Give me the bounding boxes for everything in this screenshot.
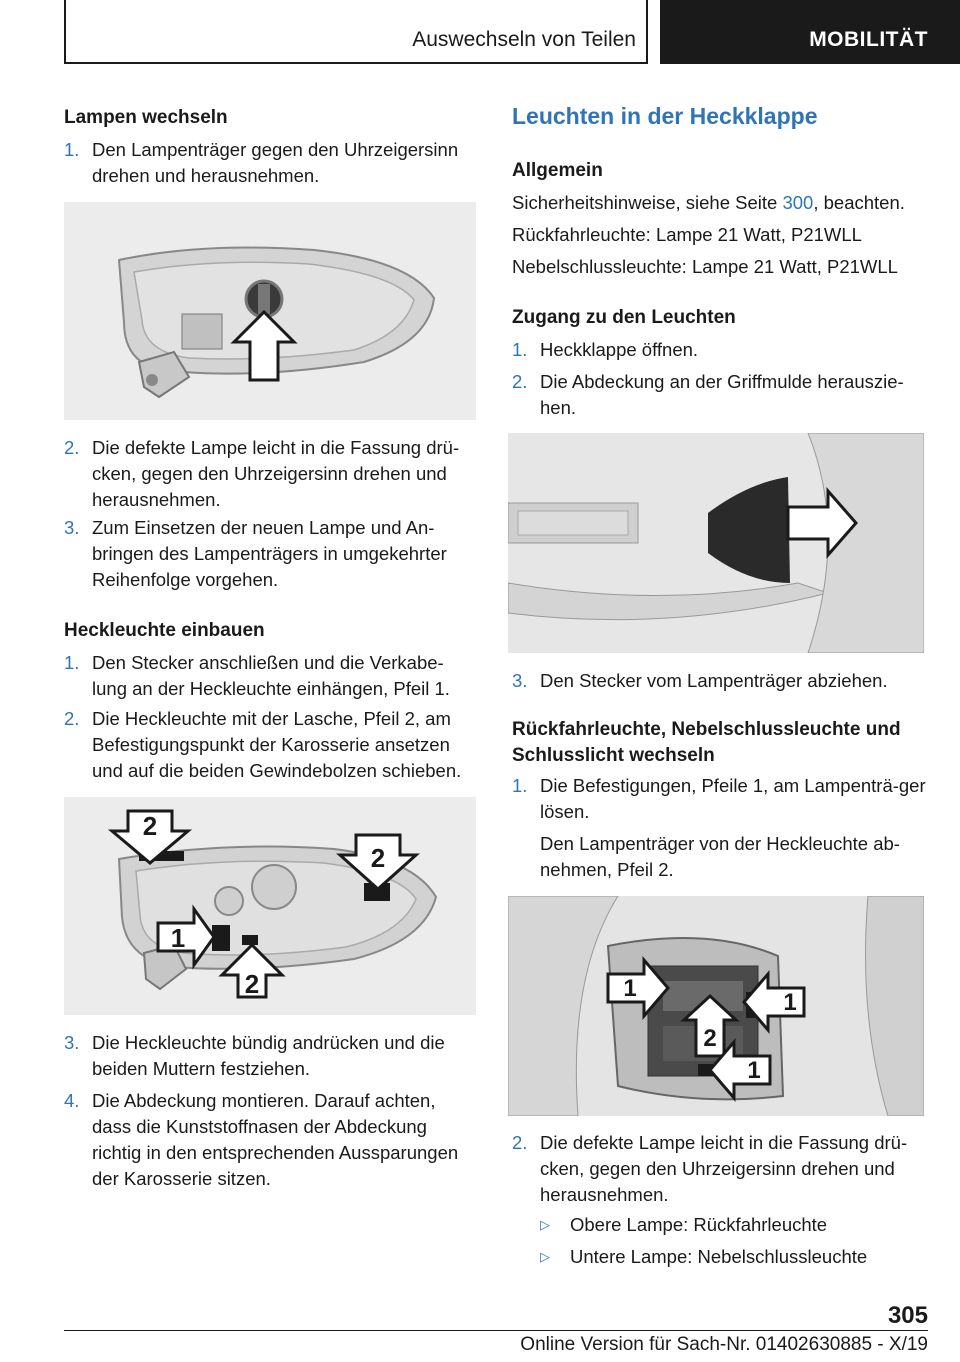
step-text: Den Stecker vom Lampenträger abziehen. xyxy=(540,670,888,691)
bullet-text: Obere Lampe: Rückfahrleuchte xyxy=(570,1214,828,1235)
triangle-bullet-icon: ▷ xyxy=(540,1217,550,1232)
safety-text-after: , beachten. xyxy=(813,192,905,213)
heading-lampen-wechseln: Lampen wechseln xyxy=(64,107,228,128)
footer-online-version: Online Version für Sach-Nr. 01402630885 … xyxy=(520,1334,928,1355)
step-number: 4. xyxy=(64,1090,80,1111)
step-text: Die Abdeckung montieren. Darauf achten, … xyxy=(92,1090,459,1189)
step-text: Die defekte Lampe leicht in die Fassung … xyxy=(540,1132,908,1205)
step-number: 3. xyxy=(64,1032,80,1053)
step-continuation: Den Lampenträger von der Heckleuchte ab-… xyxy=(540,833,900,880)
step-text: Die Heckleuchte mit der Lasche, Pfeil 2,… xyxy=(92,708,462,781)
arrow-label: 1 xyxy=(171,923,185,953)
triangle-bullet-icon: ▷ xyxy=(540,1249,550,1264)
heading-allgemein: Allgemein xyxy=(512,160,603,181)
heading-lampen-wechseln-heckklappe: Rückfahrleuchte, Nebelschlussleuchte und… xyxy=(512,719,901,766)
step-text: Die defekte Lampe leicht in die Fassung … xyxy=(92,437,460,510)
page-number: 305 xyxy=(887,1302,928,1329)
heading-heckleuchte-einbauen: Heckleuchte einbauen xyxy=(64,620,265,641)
step-number: 2. xyxy=(512,1132,528,1153)
step-text: Den Stecker anschließen und die Verkabe-… xyxy=(92,652,450,699)
spec-reverse-light: Rückfahrleuchte: Lampe 21 Watt, P21WLL xyxy=(512,224,862,245)
step-text: Heckklappe öffnen. xyxy=(540,339,699,360)
figure-tail-light-install: 2 2 1 2 xyxy=(64,797,476,1015)
step-text: Die Heckleuchte bündig andrücken und die… xyxy=(92,1032,445,1079)
figure-lamp-carrier: 1 1 2 1 xyxy=(508,896,924,1116)
arrow-label: 2 xyxy=(371,843,385,873)
figure-tailgate-cover xyxy=(508,433,924,653)
step-number: 3. xyxy=(64,517,80,538)
arrow-label: 1 xyxy=(623,975,636,1002)
chapter-title: MOBILITÄT xyxy=(809,28,928,51)
safety-note: Sicherheitshinweise, siehe Seite 300, be… xyxy=(512,190,928,216)
section-title: Auswechseln von Teilen xyxy=(412,28,636,51)
section-heading: Leuchten in der Heckklappe xyxy=(512,103,818,129)
arrow-label: 2 xyxy=(703,1025,716,1052)
step-number: 1. xyxy=(512,339,528,360)
arrow-label: 1 xyxy=(783,989,796,1016)
chapter-tab xyxy=(660,0,960,64)
arrow-label: 2 xyxy=(143,811,157,841)
step-number: 2. xyxy=(512,371,528,392)
heading-zugang: Zugang zu den Leuchten xyxy=(512,307,736,328)
bullet-text: Untere Lampe: Nebelschlussleuchte xyxy=(570,1246,868,1267)
footer-divider xyxy=(64,1330,928,1331)
step-number: 1. xyxy=(512,775,528,796)
step-number: 2. xyxy=(64,708,80,729)
safety-text-before: Sicherheitshinweise, siehe Seite xyxy=(512,192,783,213)
step-number: 1. xyxy=(64,139,80,160)
step-text: Die Abdeckung an der Griffmulde herauszi… xyxy=(540,371,904,418)
arrow-label: 1 xyxy=(747,1057,760,1084)
header-frame xyxy=(64,0,648,64)
step-number: 1. xyxy=(64,652,80,673)
step-text: Den Lampenträger gegen den Uhrzeigersinn… xyxy=(92,139,459,186)
step-number: 2. xyxy=(64,437,80,458)
step-text: Zum Einsetzen der neuen Lampe und An-bri… xyxy=(92,517,447,590)
step-text: Die Befestigungen, Pfeile 1, am Lampentr… xyxy=(540,775,926,822)
arrow-label: 2 xyxy=(245,969,259,999)
spec-fog-light: Nebelschlussleuchte: Lampe 21 Watt, P21W… xyxy=(512,256,898,277)
step-number: 3. xyxy=(512,670,528,691)
figure-lamp-holder xyxy=(64,202,476,420)
page-link[interactable]: 300 xyxy=(782,192,814,213)
